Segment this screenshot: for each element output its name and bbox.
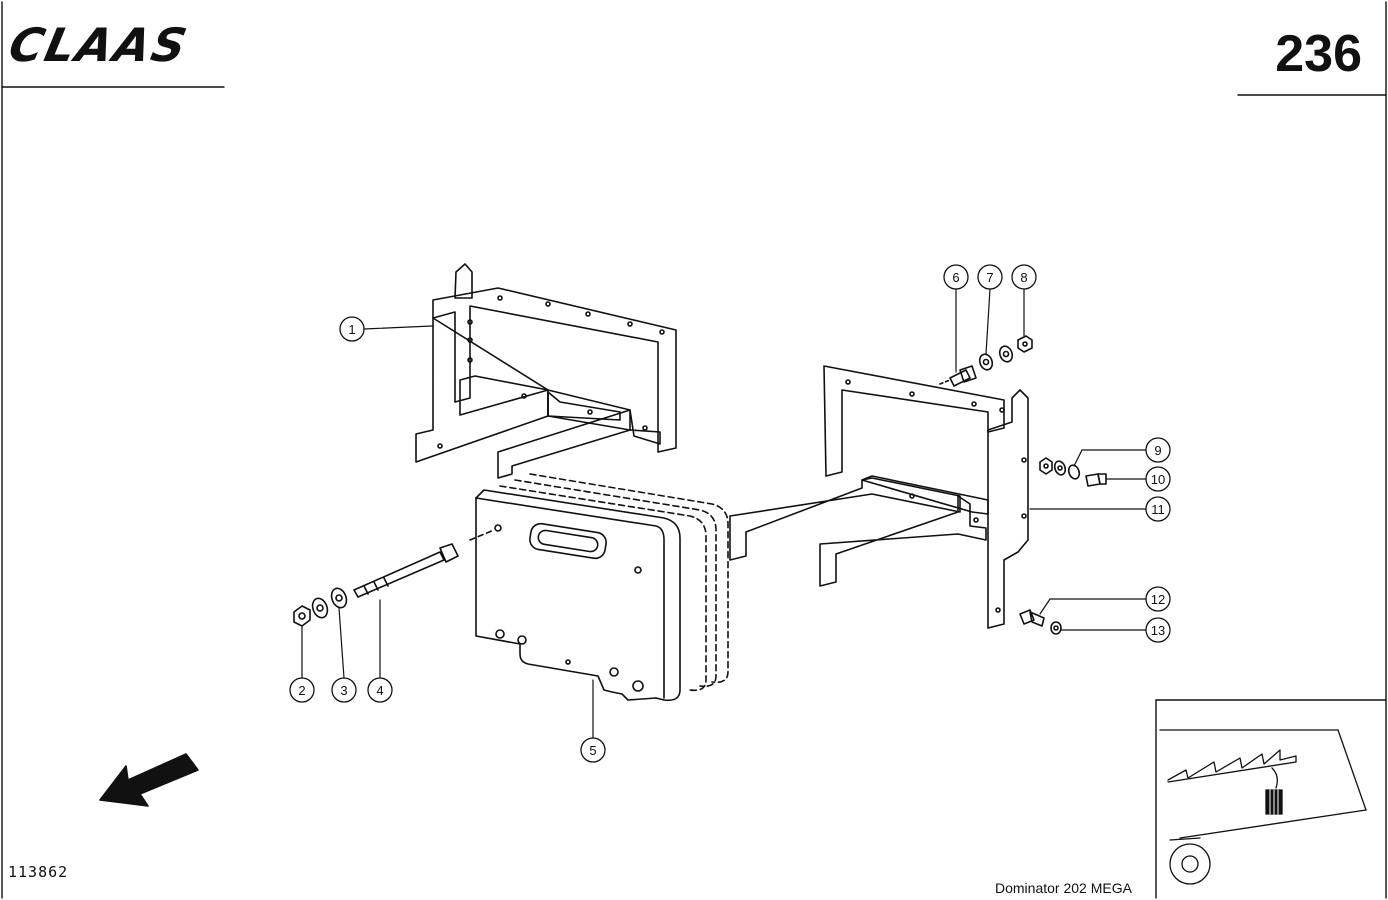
drawing-id: 113862 bbox=[8, 863, 69, 881]
callout-5-bubble bbox=[580, 737, 606, 763]
left-nut-washers bbox=[293, 587, 348, 627]
callout-bubbles: 1 2 3 4 5 6 7 8 9 10 11 12 13 bbox=[289, 264, 1171, 763]
callout-6-bubble bbox=[943, 264, 969, 290]
right-frame-bracket bbox=[729, 365, 1029, 629]
callout-3: 3 bbox=[340, 683, 347, 698]
model-label: Dominator 202 MEGA bbox=[995, 880, 1132, 896]
callout-9: 9 bbox=[1154, 443, 1161, 458]
callout-12-bubble bbox=[1145, 586, 1171, 612]
callout-6: 6 bbox=[952, 270, 959, 285]
callout-1: 1 bbox=[348, 322, 355, 337]
page-number: 236 bbox=[1275, 25, 1362, 83]
callout-4-bubble bbox=[367, 677, 393, 703]
callout-13: 13 bbox=[1151, 623, 1165, 638]
callout-8: 8 bbox=[1020, 270, 1027, 285]
callout-3-bubble bbox=[331, 677, 357, 703]
callout-2-bubble bbox=[289, 677, 315, 703]
callout-5: 5 bbox=[589, 743, 596, 758]
callout-9-bubble bbox=[1145, 437, 1171, 463]
callout-11-bubble bbox=[1145, 496, 1171, 522]
callout-2: 2 bbox=[298, 683, 305, 698]
callout-10-bubble bbox=[1145, 466, 1171, 492]
left-frame-bracket bbox=[415, 263, 677, 479]
callout-10: 10 bbox=[1151, 472, 1165, 487]
leader-lines bbox=[301, 288, 1147, 739]
long-bolt bbox=[353, 529, 495, 598]
callout-11: 11 bbox=[1151, 502, 1165, 517]
callout-4: 4 bbox=[376, 683, 383, 698]
direction-arrow-icon bbox=[99, 753, 199, 807]
side-fasteners bbox=[1039, 457, 1107, 487]
callout-7: 7 bbox=[986, 270, 993, 285]
ballast-weight bbox=[475, 473, 729, 702]
callout-7-bubble bbox=[977, 264, 1003, 290]
callout-8-bubble bbox=[1011, 264, 1037, 290]
callout-13-bubble bbox=[1145, 617, 1171, 643]
callout-1-bubble bbox=[339, 316, 365, 342]
machine-location-inset bbox=[1159, 729, 1367, 885]
lower-fasteners bbox=[1019, 609, 1062, 635]
top-right-fasteners bbox=[939, 335, 1033, 387]
callout-12: 12 bbox=[1151, 592, 1165, 607]
